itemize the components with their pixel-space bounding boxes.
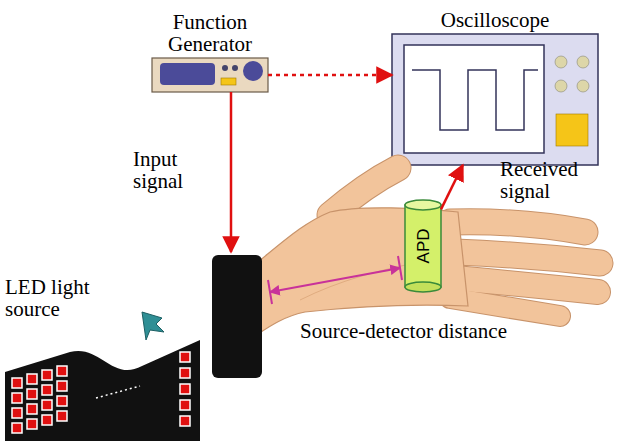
device-box: Oscilloscope [392, 34, 598, 165]
node-label: LED light source [5, 276, 125, 320]
led-chip [12, 423, 22, 433]
apd-cylinder [405, 200, 441, 292]
led-symbol [142, 312, 164, 340]
led-chip [42, 385, 52, 395]
led-chip [12, 378, 22, 388]
led-chip [12, 408, 22, 418]
led-chip [42, 415, 52, 425]
led-chip [57, 366, 67, 376]
led-chip [42, 370, 52, 380]
node-label: Function Generator [148, 11, 272, 55]
oscilloscope-device [392, 34, 598, 165]
input-signal-wire [230, 92, 233, 252]
distance-arrow [268, 256, 402, 304]
device-box: Function Generator [152, 58, 268, 92]
detector-box: APD [405, 205, 441, 287]
led-chip [180, 416, 190, 426]
led-chip [57, 396, 67, 406]
led-chip [57, 381, 67, 391]
led-chip [27, 419, 37, 429]
light-source-panel: LED light source [5, 340, 203, 441]
led-panel [5, 340, 200, 441]
led-chip [57, 411, 67, 421]
led-chip [180, 368, 190, 378]
wristband [212, 255, 262, 378]
signal-label: Source-detector distance [300, 320, 507, 342]
led-chip [180, 400, 190, 410]
led-chip [27, 389, 37, 399]
led-chip [27, 374, 37, 384]
led-chip [27, 404, 37, 414]
node-label: APD [414, 229, 432, 264]
dotted-signal-arrow [268, 74, 392, 77]
led-chip [180, 352, 190, 362]
signal-label: Received signal [500, 158, 618, 202]
signal-label: Input signal [133, 148, 213, 192]
node-label: Oscilloscope [392, 9, 598, 31]
function-generator-device [152, 58, 268, 92]
led-chip [12, 393, 22, 403]
led-chip [180, 384, 190, 394]
led-chip [42, 400, 52, 410]
signal-arrow [441, 165, 463, 209]
